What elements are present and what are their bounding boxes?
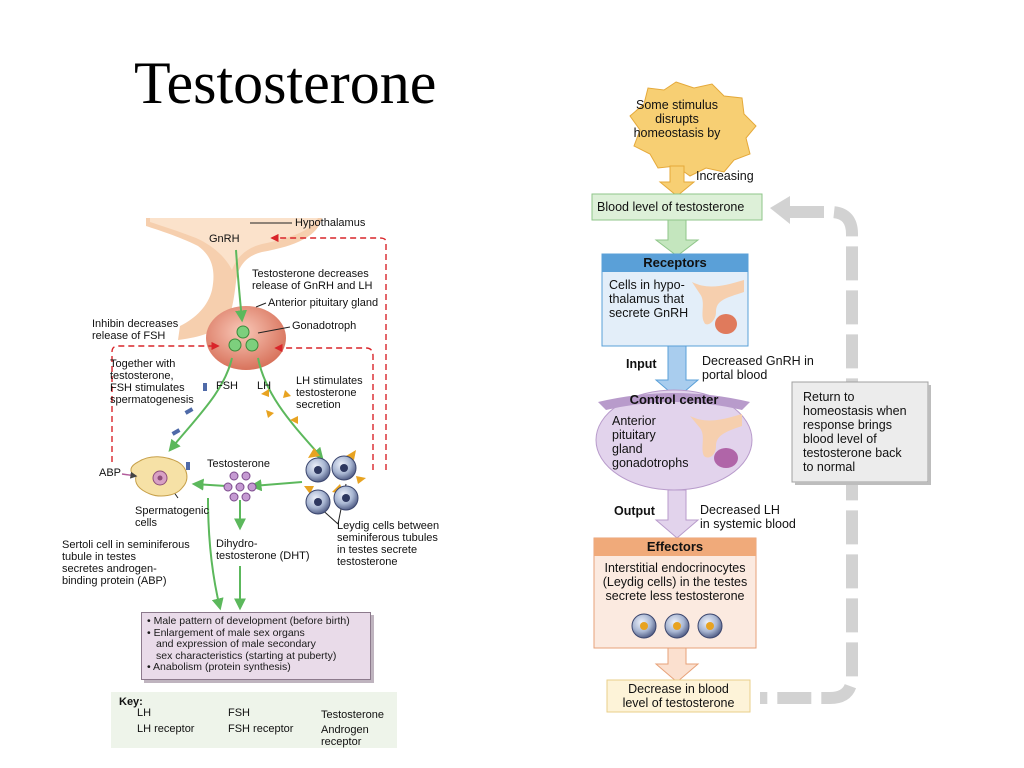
- gnrh-label: GnRH: [209, 233, 240, 245]
- receptors-text: Cells in hypo- thalamus that secrete GnR…: [609, 278, 689, 320]
- input-text: Decreased GnRH in portal blood: [702, 354, 814, 382]
- key-testosterone: Testosterone: [321, 709, 384, 721]
- stimulus-text: Some stimulus disrupts homeostasis by: [633, 98, 721, 140]
- gonadotroph-label: Gonadotroph: [292, 320, 357, 332]
- lh-molecules: [261, 389, 298, 424]
- testosterone-decreases-label: Testosterone decreases release of GnRH a…: [252, 268, 373, 292]
- decrease-text: Decrease in blood level of testosterone: [622, 682, 735, 710]
- key-legend: Key: LH LH receptor FSH FSH receptor Tes…: [111, 692, 397, 748]
- effector-leydig-cells: [631, 613, 723, 639]
- hypothalamus-shape: [146, 218, 322, 340]
- testosterone-molecules: [223, 471, 257, 502]
- page-title: Testosterone: [134, 50, 437, 116]
- return-box: [791, 381, 929, 483]
- fsh-molecules: [171, 383, 207, 470]
- decrease-box: [606, 679, 751, 713]
- lh-stimulates-label: LH stimulates testosterone secretion: [296, 375, 363, 411]
- control-center-text: Anterior pituitary gland gonadotrophs: [612, 414, 689, 470]
- anterior-pituitary-shape: [206, 306, 286, 370]
- input-label: Input: [626, 357, 657, 371]
- control-center-header: Control center: [629, 392, 719, 407]
- key-fsh-receptor: FSH receptor: [228, 723, 294, 735]
- fsh-stimulates-label: Together with testosterone, FSH stimulat…: [110, 358, 194, 406]
- increasing-label: Increasing: [696, 169, 754, 183]
- key-title: Key:: [119, 696, 143, 708]
- fsh-label: FSH: [216, 380, 238, 392]
- leydig-label: Leydig cells between seminiferous tubule…: [337, 520, 440, 568]
- receptors-header: Receptors: [643, 255, 707, 270]
- abp-label: ABP: [99, 467, 122, 479]
- spermatogenic-label: Spermatogenic cells: [135, 505, 209, 529]
- gonadotroph-cells: [228, 325, 259, 352]
- male-effects-box: • Male pattern of development (before bi…: [141, 612, 371, 680]
- blood-level-label: Blood level of testosterone: [597, 200, 745, 214]
- key-fsh: FSH: [228, 707, 250, 719]
- effectors-text: Interstitial endocrinocytes (Leydig cell…: [602, 561, 748, 603]
- sertoli-label: Sertoli cell in seminiferous tubule in t…: [62, 539, 190, 587]
- pituitary-icon: [690, 414, 742, 468]
- leydig-cells: [304, 448, 366, 515]
- dht-label: Dihydro- testosterone (DHT): [216, 538, 310, 562]
- effectors-header: Effectors: [646, 539, 704, 554]
- stimulus-burst: [629, 81, 757, 177]
- anterior-pituitary-label: Anterior pituitary gland: [268, 297, 379, 309]
- hypothalamus-icon: [692, 280, 744, 334]
- output-text: Decreased LH in systemic blood: [700, 503, 796, 531]
- blood-level-box: [591, 193, 763, 221]
- hypothalamus-label: Hypothalamus: [295, 217, 366, 229]
- key-androgen-receptor: Androgen receptor: [321, 724, 369, 748]
- sertoli-cell: [121, 456, 188, 497]
- key-lh-receptor: LH receptor: [137, 723, 195, 735]
- return-text: Return to homeostasis when response brin…: [803, 390, 907, 474]
- key-lh: LH: [137, 707, 152, 719]
- lh-label: LH: [257, 380, 272, 392]
- inhibin-label: Inhibin decreases release of FSH: [92, 318, 179, 342]
- output-label: Output: [614, 504, 655, 518]
- testosterone-label: Testosterone: [207, 458, 270, 470]
